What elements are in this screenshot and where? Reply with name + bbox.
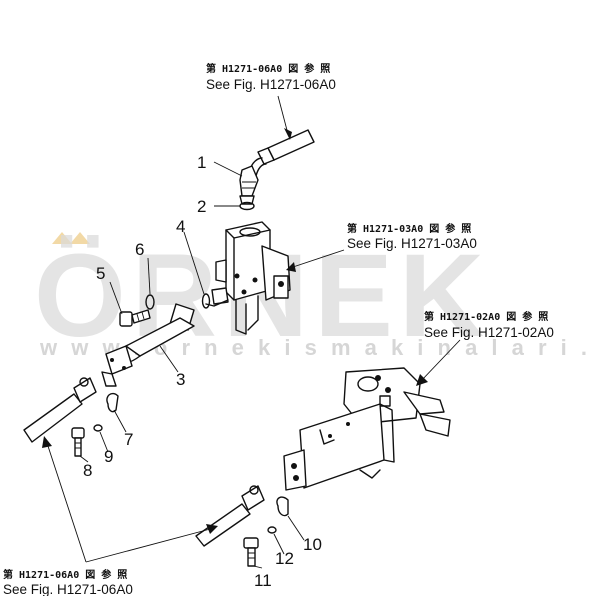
o-ring-4 [201,293,211,309]
bolt-11 [243,537,259,567]
ref-right-jp: 第 H1271-02A0 図 参 照 [424,310,548,323]
leader-lines [79,161,305,569]
reference-arrows [42,95,461,563]
ref-middle-en: See Fig. H1271-03A0 [347,236,477,251]
washer-9 [93,424,103,432]
part-number-2: 2 [197,197,206,216]
part-number-8: 8 [83,461,92,480]
watermark: ÖRNEK w w w . o r n e k i s m a k i n a … [34,230,596,362]
bolt-8 [71,427,85,457]
washer-6 [145,294,155,310]
bottom-hose [195,485,265,547]
part-number-12: 12 [275,549,294,568]
reference-labels: 第 H1271-06A0 図 参 照 See Fig. H1271-06A0 第… [3,62,554,596]
elbow-fitting [239,165,259,205]
tube-3 [101,303,195,387]
ref-bottom-jp: 第 H1271-06A0 図 参 照 [3,568,127,581]
part-number-6: 6 [135,240,144,259]
part-number-1: 1 [197,153,206,172]
washer-12 [267,526,277,534]
part-number-5: 5 [96,264,105,283]
part-number-3: 3 [176,370,185,389]
part-number-4: 4 [176,217,185,236]
ref-top-jp: 第 H1271-06A0 図 参 照 [206,62,330,75]
part-numbers: 1 2 3 4 5 6 7 8 9 10 11 12 [83,153,322,590]
part-number-7: 7 [124,430,133,449]
part-number-9: 9 [104,447,113,466]
ref-right-en: See Fig. H1271-02A0 [424,325,554,340]
ref-middle-jp: 第 H1271-03A0 図 参 照 [347,222,471,235]
bolt-5 [119,309,151,327]
ref-bottom-en: See Fig. H1271-06A0 [3,582,133,596]
clamp-10 [276,496,289,517]
watermark-accent-right [70,232,90,244]
part-number-10: 10 [303,535,322,554]
right-bracket-assembly [283,367,451,491]
part-number-11: 11 [254,571,272,590]
watermark-accent-left [52,232,72,244]
valve-block [205,221,291,335]
clamp-7 [106,392,119,413]
top-hose [249,129,315,177]
ref-top-en: See Fig. H1271-06A0 [206,77,336,92]
left-hose [23,377,97,443]
